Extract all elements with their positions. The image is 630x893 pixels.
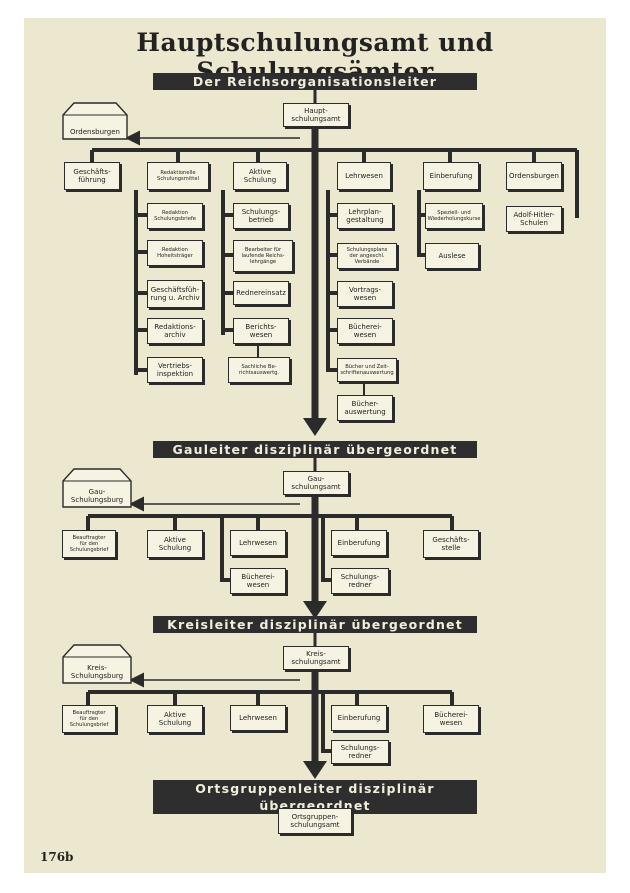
gau-dept-einberufung: Einberufung <box>331 530 387 556</box>
gau-schulungsburg: Gau- Schulungsburg <box>62 468 132 508</box>
page-number: 176b <box>40 850 74 864</box>
gau-sub-schulungsredner: Schulungs- redner <box>331 568 389 594</box>
item-vertriebsinspektion: Vertriebs- inspektion <box>147 357 203 383</box>
item-redaktion-hoheitstraeger: Redaktion Hoheitsträger <box>147 240 203 266</box>
kreis-dept-beauftragter: Beauftragter für den Schulungsbrief <box>62 705 116 733</box>
school-label: Kreis- Schulungsburg <box>70 664 124 680</box>
item-redaktionsarchiv: Redaktions- archiv <box>147 318 203 344</box>
item-sachliche-berichtsauswertung: Sachliche Be- richtsauswertg. <box>228 357 290 383</box>
kreis-schulungsburg: Kreis- Schulungsburg <box>62 644 132 684</box>
kreis-dept-lehrwesen: Lehrwesen <box>230 705 286 731</box>
gau-sub-buechereiwesen: Bücherei- wesen <box>230 568 286 594</box>
kreisschulungsamt-box: Kreis- schulungsamt <box>283 646 349 670</box>
dept-ordensburgen: Ordensburgen <box>506 162 562 190</box>
item-geschaeftsfuehrung-archiv: Geschäftsfüh- rung u. Archiv <box>147 280 203 308</box>
item-auslese: Auslese <box>425 243 479 269</box>
gau-dept-geschaeftsstelle: Geschäfts- stelle <box>423 530 479 558</box>
item-adolf-hitler-schulen: Adolf-Hitler- Schulen <box>506 206 562 232</box>
item-vortragswesen: Vortrags- wesen <box>337 281 393 307</box>
gau-dept-beauftragter: Beauftragter für den Schulungsbrief <box>62 530 116 558</box>
kreis-dept-einberufung: Einberufung <box>331 705 387 731</box>
item-rednereinsatz: Rednereinsatz <box>233 281 289 305</box>
item-buecherauswertung: Bücher- auswertung <box>337 395 393 421</box>
kreis-sub-schulungsredner: Schulungs- redner <box>331 740 389 764</box>
gauschulungsamt-box: Gau- schulungsamt <box>283 471 349 495</box>
item-schulungsplans-verbaende: Schulungsplans der angeschl. Verbände <box>337 243 397 269</box>
kreis-dept-buechereiwesen: Bücherei- wesen <box>423 705 479 733</box>
banner-kreisleiter: Kreisleiter disziplinär übergeordnet <box>153 616 477 633</box>
item-buecher-zeitschriftenauswertung: Bücher und Zeit- schriftenauswertung <box>337 358 397 382</box>
item-redaktion-schulungsbriefe: Redaktion Schulungsbriefe <box>147 203 203 229</box>
hauptschulungsamt-box: Haupt- schulungsamt <box>283 103 349 127</box>
school-label: Gau- Schulungsburg <box>70 488 124 504</box>
dept-aktive-schulung: Aktive Schulung <box>233 162 287 190</box>
banner-reichsorganisationsleiter: Der Reichsorganisationsleiter <box>153 73 477 90</box>
dept-lehrwesen: Lehrwesen <box>337 162 391 190</box>
school-building-icon <box>62 468 132 508</box>
school-building-icon <box>62 102 128 140</box>
gau-dept-aktive-schulung: Aktive Schulung <box>147 530 203 558</box>
item-speziell-wiederholungskurse: Speziell- und Wiederholungskurse <box>425 203 483 229</box>
school-label: Ordensburgen <box>70 128 120 136</box>
gau-dept-lehrwesen: Lehrwesen <box>230 530 286 556</box>
ortsgruppenschulungsamt-box: Ortsgruppen- schulungsamt <box>278 808 352 834</box>
item-bearbeiter-reichslehrgaenge: Bearbeiter für laufende Reichs- lehrgäng… <box>233 240 293 272</box>
kreis-dept-aktive-schulung: Aktive Schulung <box>147 705 203 733</box>
banner-gauleiter: Gauleiter disziplinär übergeordnet <box>153 441 477 458</box>
item-schulungsbetrieb: Schulungs- betrieb <box>233 203 289 229</box>
dept-geschaeftsfuehrung: Geschäfts- führung <box>64 162 120 190</box>
school-building-icon <box>62 644 132 684</box>
dept-redaktionelle-schulungsmittel: Redaktionelle Schulungsmittel <box>147 162 209 190</box>
item-buechereiwesen: Bücherei- wesen <box>337 318 393 344</box>
item-berichtswesen: Berichts- wesen <box>233 318 289 344</box>
item-lehrplangestaltung: Lehrplan- gestaltung <box>337 203 393 229</box>
dept-einberufung: Einberufung <box>423 162 479 190</box>
ordensburgen-school: Ordensburgen <box>62 102 128 140</box>
